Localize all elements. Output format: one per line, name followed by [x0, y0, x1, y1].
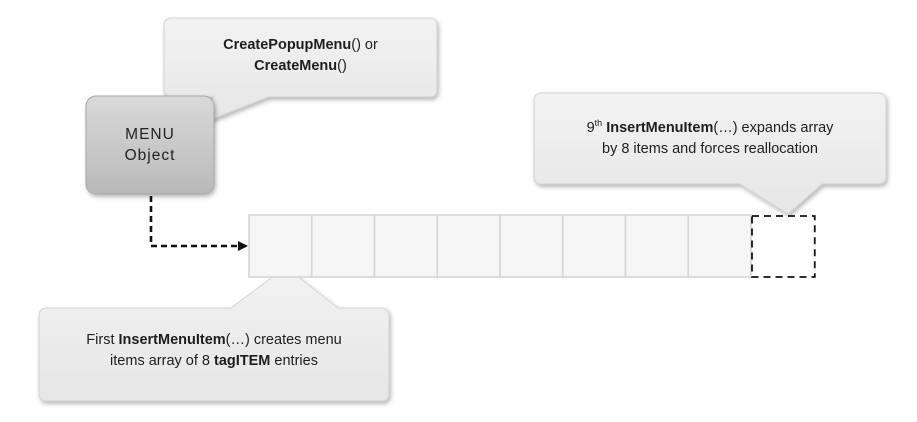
menu-object-box — [85, 95, 215, 195]
create-menu-suffix-2: () — [337, 58, 347, 74]
array-cell — [248, 214, 313, 278]
ninth-insert-fn: InsertMenuItem — [606, 120, 714, 136]
first-insert-fn: InsertMenuItem — [118, 332, 226, 348]
create-menu-line-1: CreatePopupMenu() or — [164, 35, 437, 56]
first-insert-callout-box — [38, 266, 390, 402]
ninth-number: 9 — [586, 120, 595, 136]
array-cell — [436, 214, 501, 278]
menu-object-line-2: Object — [124, 147, 176, 164]
menu-items-array — [248, 214, 816, 278]
ninth-insert-callout-text: 9th InsertMenuItem(…) expands array by 8… — [534, 118, 886, 160]
menu-object-line-1: MENU — [125, 126, 175, 143]
array-cell — [499, 214, 564, 278]
create-menu-suffix-1: () or — [351, 37, 378, 53]
create-menu-callout-text: CreatePopupMenu() or CreateMenu() — [164, 35, 437, 77]
ninth-insert-line-2: by 8 items and forces reallocation — [602, 141, 818, 157]
array-cell — [310, 214, 376, 278]
array-cell — [687, 214, 752, 278]
first-insert-callout-text: First InsertMenuItem(…) creates menu ite… — [39, 330, 389, 372]
create-menu-line-2: CreateMenu() — [164, 56, 437, 77]
ninth-ordinal: th — [594, 118, 603, 129]
first-insert-prefix: First — [86, 332, 119, 348]
ninth-insert-middle: (…) expands array — [713, 120, 834, 136]
first-insert-line-1: First InsertMenuItem(…) creates menu — [39, 330, 389, 351]
array-cell — [624, 214, 690, 278]
ninth-insert-callout-box — [533, 92, 887, 215]
first-insert-line2-prefix: items array of 8 — [110, 353, 214, 369]
create-popup-menu-fn: CreatePopupMenu — [223, 37, 352, 53]
array-cell — [373, 214, 439, 278]
ninth-insert-line-1: 9th InsertMenuItem(…) expands array — [534, 118, 886, 139]
tag-item-struct: tagITEM — [214, 353, 271, 369]
first-insert-line2-suffix: entries — [270, 353, 318, 369]
dashed-connector-arrow — [149, 196, 248, 251]
array-cell — [561, 214, 627, 278]
array-cell-new — [751, 215, 816, 278]
first-insert-line-2: items array of 8 tagITEM entries — [39, 351, 389, 372]
create-menu-callout-box — [163, 17, 438, 125]
first-insert-middle: (…) creates menu — [225, 332, 342, 348]
create-menu-fn: CreateMenu — [254, 58, 338, 74]
menu-object-text: MENU Object — [86, 124, 214, 166]
